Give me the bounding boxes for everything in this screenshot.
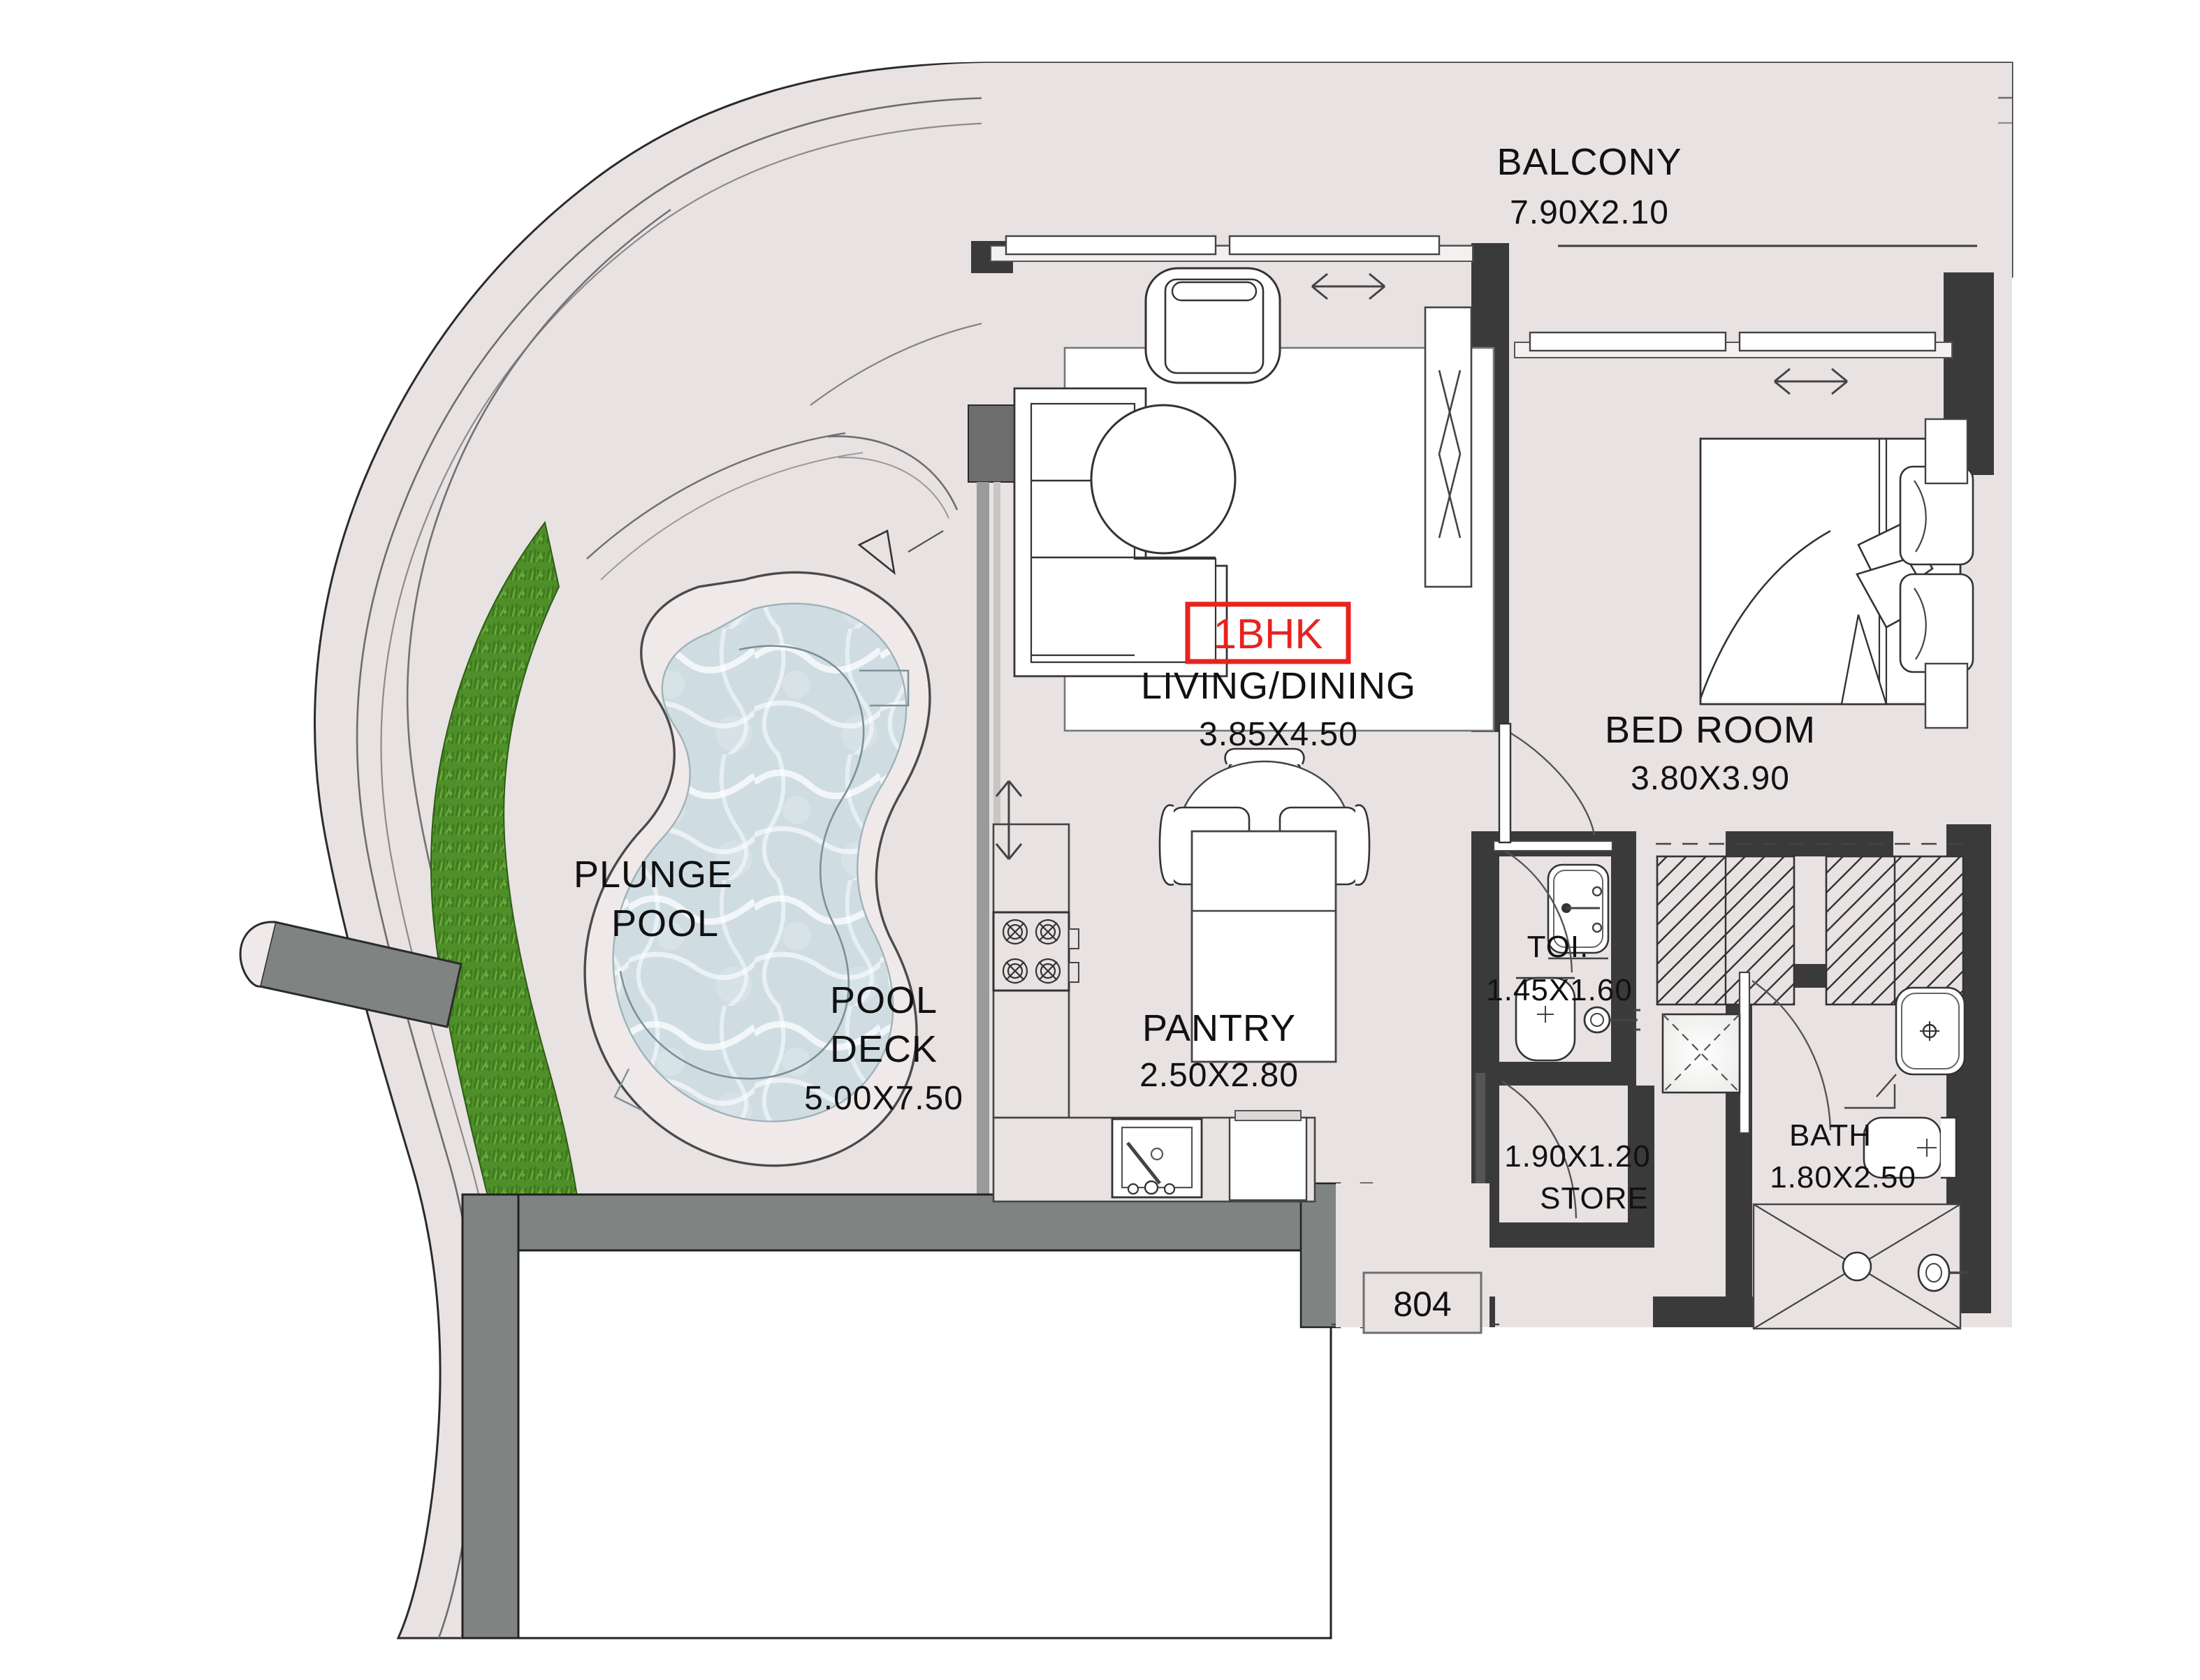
pantry-name: PANTRY [1142, 1007, 1296, 1049]
shower-mixer-icon [1917, 1253, 1969, 1292]
pool-deck-name-line2: DECK [830, 1028, 938, 1070]
bed-room-dimensions: 3.80X3.90 [1631, 760, 1790, 797]
bedroom-furniture [1699, 418, 1974, 729]
balcony-name: BALCONY [1496, 141, 1682, 183]
living-room-furniture [1013, 267, 1495, 732]
toilet-dimensions: 1.45X1.60 [1486, 973, 1633, 1007]
floor-drain-icon [1583, 1006, 1640, 1034]
dining-set [1158, 747, 1371, 1063]
room-label-plunge-pool: PLUNGE POOL [574, 854, 733, 944]
stove-burners-icon [1002, 919, 1061, 984]
bath-fixtures [1661, 971, 1969, 1330]
store-dimensions: 1.90X1.20 [1504, 1139, 1651, 1174]
bath-dimensions: 1.80X2.50 [1770, 1160, 1916, 1195]
sliding-arrow-bedroom [1774, 367, 1848, 395]
room-label-bath: BATH 1.80X2.50 [1770, 1118, 1916, 1195]
living-dining-name: LIVING/DINING [1141, 665, 1416, 707]
plunge-pool-name-line1: PLUNGE [574, 854, 733, 896]
room-label-pantry: PANTRY 2.50X2.80 [1139, 1007, 1299, 1094]
room-label-living-dining: LIVING/DINING 3.85X4.50 [1141, 665, 1416, 753]
room-label-toilet: TOI. 1.45X1.60 [1486, 930, 1633, 1007]
sliding-arrow-living [1311, 272, 1385, 300]
room-label-pool-deck: POOL DECK 5.00X7.50 [804, 979, 963, 1117]
wardrobes [1656, 842, 1967, 1006]
unit-type-badge-label: 1BHK [1214, 611, 1323, 657]
toilet-name: TOI. [1527, 930, 1589, 964]
store-name: STORE [1540, 1181, 1649, 1215]
bedroom-door-swing [1498, 722, 1596, 844]
plunge-pool-name-line2: POOL [611, 903, 719, 944]
balcony-dimensions: 7.90X2.10 [1510, 194, 1669, 231]
bath-name: BATH [1789, 1118, 1872, 1153]
pool-bench [239, 921, 462, 1028]
pantry-dimensions: 2.50X2.80 [1139, 1057, 1299, 1094]
unit-type-badge: 1BHK [1185, 601, 1351, 664]
balcony-area [982, 70, 1998, 251]
bed-room-name: BED ROOM [1605, 709, 1816, 751]
balcony-glazing [990, 235, 1953, 395]
unit-number-tag: 804 [1362, 1271, 1483, 1334]
store-door [1476, 1073, 1578, 1219]
unit-number-label: 804 [1393, 1285, 1451, 1324]
room-label-balcony: BALCONY 7.90X2.10 [1496, 141, 1682, 231]
toilet-fixtures [1492, 840, 1640, 1062]
pool-deck-name-line1: POOL [830, 979, 938, 1021]
corridor-arrow [995, 780, 1023, 860]
kitchen-sink-icon [1111, 1118, 1203, 1199]
pool-deck-dimensions: 5.00X7.50 [804, 1080, 963, 1117]
room-label-store: 1.90X1.20 STORE [1504, 1139, 1651, 1215]
pantry-kitchen [992, 780, 1316, 1203]
armchair [1144, 267, 1281, 384]
plot-boundary-wall [461, 1182, 1341, 1639]
room-label-bed-room: BED ROOM 3.80X3.90 [1605, 709, 1816, 797]
living-dining-dimensions: 3.85X4.50 [1199, 716, 1358, 753]
